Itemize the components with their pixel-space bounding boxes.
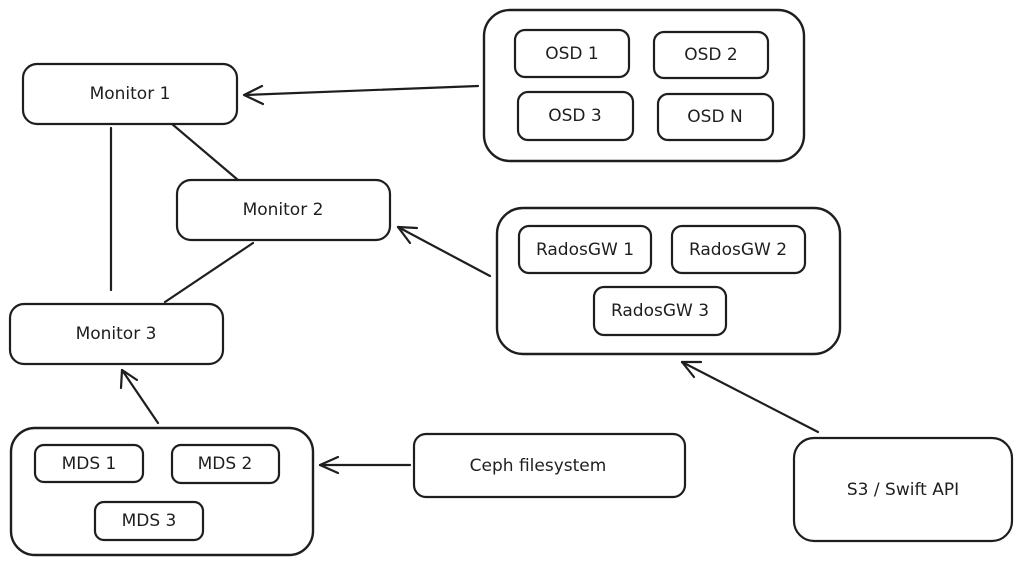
ceph-filesystem-box (412, 432, 687, 499)
mds-3-label: MDS 3 (122, 511, 177, 531)
osd-2-box (652, 30, 770, 80)
osd-cluster: OSD 1 OSD 2 OSD 3 OSD N (482, 8, 806, 163)
arrow-osd-to-monitor1 (243, 84, 480, 97)
s3-swift-api-box (792, 436, 1014, 543)
osd-2-label: OSD 2 (684, 45, 737, 65)
connectors (109, 84, 820, 475)
osd-3-label: OSD 3 (548, 106, 601, 126)
monitor-3-box (8, 302, 225, 366)
ceph-filesystem-node: Ceph filesystem (412, 432, 687, 499)
monitor-2-label: Monitor 2 (243, 200, 324, 220)
radosgw-3-label: RadosGW 3 (611, 301, 709, 321)
mds-2-box (170, 443, 281, 485)
monitor-3-label: Monitor 3 (76, 324, 157, 344)
mds-1-label: MDS 1 (62, 454, 117, 474)
arrowhead-monitor2 (396, 225, 419, 245)
mds-cluster: MDS 1 MDS 2 MDS 3 (9, 426, 315, 557)
arrowhead-radosgw (680, 360, 703, 379)
monitor-1-node: Monitor 1 (21, 62, 239, 126)
radosgw-2-box (670, 224, 807, 275)
ceph-filesystem-label: Ceph filesystem (470, 456, 607, 476)
arrow-mds-to-monitor3 (120, 368, 160, 425)
radosgw-2-label: RadosGW 2 (689, 240, 787, 260)
mds-3-box (93, 500, 205, 542)
osd-1-label: OSD 1 (545, 44, 598, 64)
radosgw-3-box (592, 285, 728, 337)
osd-3-box (516, 90, 635, 142)
osd-1-box (513, 28, 631, 79)
monitor-3-node: Monitor 3 (8, 302, 225, 366)
mds-2-label: MDS 2 (198, 454, 253, 474)
arrowhead-monitor1 (242, 84, 265, 106)
radosgw-1-label: RadosGW 1 (536, 240, 634, 260)
osd-n-box (656, 92, 775, 142)
osd-n-label: OSD N (687, 107, 742, 127)
edge-monitor2-monitor3 (163, 241, 255, 304)
arrow-s3-to-radosgw (680, 360, 820, 434)
arrow-radosgw-to-monitor2 (396, 225, 492, 278)
mds-1-box (33, 443, 145, 484)
monitor-2-box (175, 178, 392, 242)
monitor-1-label: Monitor 1 (90, 84, 171, 104)
radosgw-cluster: RadosGW 1 RadosGW 2 RadosGW 3 (495, 206, 842, 356)
radosgw-1-box (517, 224, 653, 275)
monitor-1-box (21, 62, 239, 126)
s3-swift-api-label: S3 / Swift API (847, 480, 959, 500)
s3-swift-api-node: S3 / Swift API (792, 436, 1014, 543)
arrowhead-mds (318, 455, 340, 475)
arrowhead-monitor3 (119, 368, 139, 390)
monitor-2-node: Monitor 2 (175, 178, 392, 242)
edge-monitor1-monitor2 (170, 122, 240, 182)
